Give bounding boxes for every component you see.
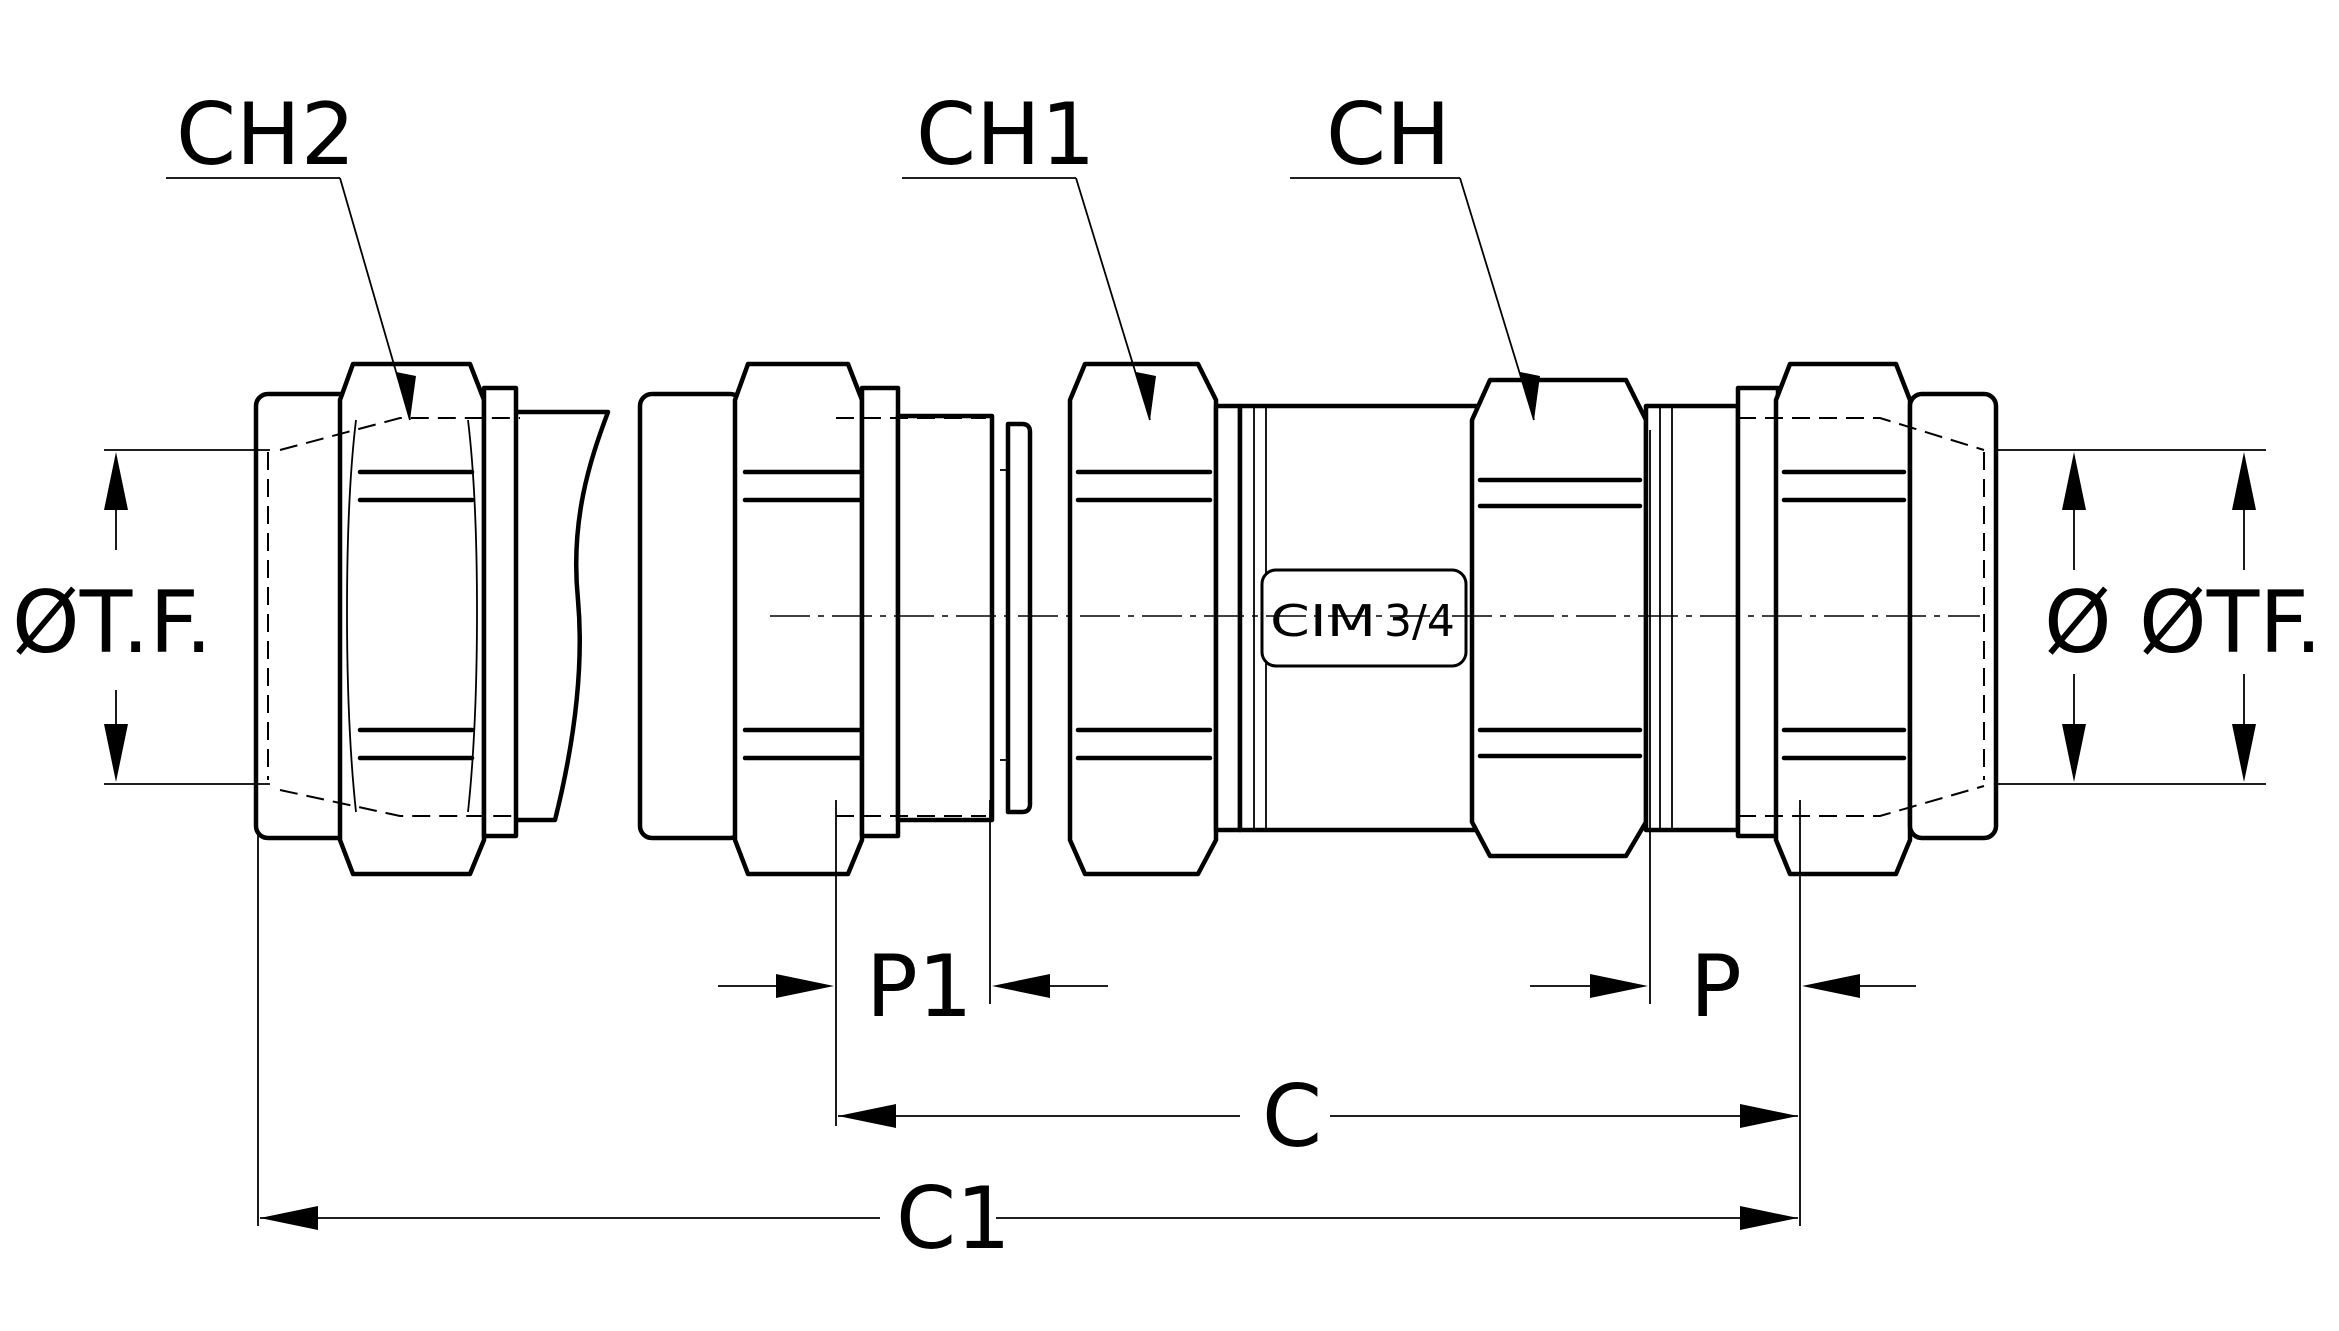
callout-ch1: CH1 [902,85,1156,421]
label-dia-left: ØT.F. [12,573,212,673]
label-c1: C1 [896,1169,1011,1269]
label-c: C [1262,1067,1322,1167]
callout-ch2: CH2 [166,85,416,421]
nut-left-half [732,361,865,877]
center-body-ring [895,413,995,823]
center-end-cap [637,391,745,841]
dim-dia-left: ØT.F. [12,449,270,785]
right-washer [1735,385,1781,839]
right-nut [1773,361,1913,877]
left-nut-ch2 [337,361,487,877]
label-p: P [1690,937,1742,1037]
center-sleeve [859,385,901,839]
dim-c: C [838,1067,1798,1167]
label-ch1: CH1 [916,85,1095,185]
center-o-ring [1005,421,1033,815]
callout-ch: CH [1290,85,1540,421]
right-hidden-thread-top [1738,417,1985,451]
label-dia-right: Ø ØTF. [2044,573,2322,673]
label-ch2: CH2 [176,85,355,185]
body-collar-left [1213,403,1243,833]
label-ch: CH [1326,85,1451,185]
left-hidden-thread-bottom [279,789,520,817]
size-marking-text: 3/4 [1384,596,1455,647]
dim-p1: P1 [718,800,1108,1126]
left-washer [481,385,519,839]
label-p1: P1 [866,937,973,1037]
brand-logo-text: CIM [1270,596,1376,647]
nut-ch1 [1067,361,1219,877]
nut-ch [1469,377,1649,859]
left-hidden-thread-top [279,417,520,451]
right-hidden-thread-bottom [1738,785,1985,817]
body-collar-right [1643,403,1741,833]
dim-p: P [1530,430,1916,1226]
dim-c1: C1 [260,1169,1798,1269]
dim-dia-right: Ø ØTF. [1996,449,2322,785]
body-marking: CIM 3/4 [1260,568,1468,668]
